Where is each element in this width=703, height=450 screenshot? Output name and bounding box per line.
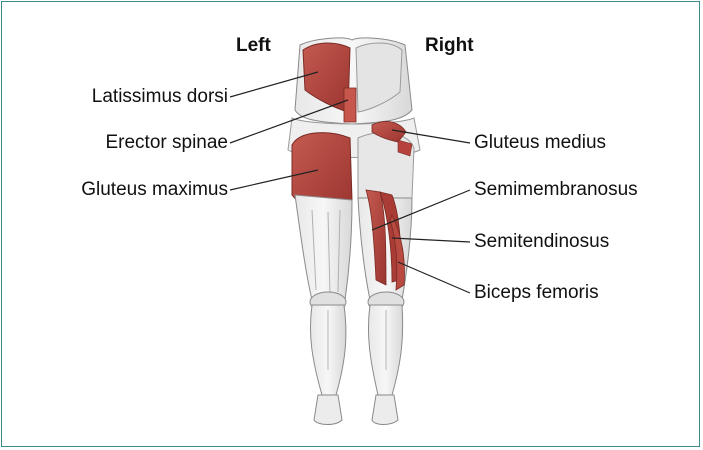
label-semimembranosus: Semimembranosus [474, 179, 638, 201]
right-foot [372, 395, 398, 425]
heading-right: Right [425, 35, 474, 57]
label-biceps-femoris: Biceps femoris [474, 282, 599, 304]
left-foot [314, 395, 342, 425]
label-erector-spinae: Erector spinae [105, 132, 228, 154]
label-semitendinosus: Semitendinosus [474, 231, 609, 253]
heading-left: Left [236, 35, 271, 57]
label-gluteus-medius: Gluteus medius [474, 132, 606, 154]
left-thigh [295, 195, 352, 300]
erector-spinae-shape [344, 88, 356, 122]
leader-biceps-femoris [398, 262, 470, 293]
label-gluteus-maximus: Gluteus maximus [81, 179, 228, 201]
label-latissimus-dorsi: Latissimus dorsi [92, 86, 228, 108]
